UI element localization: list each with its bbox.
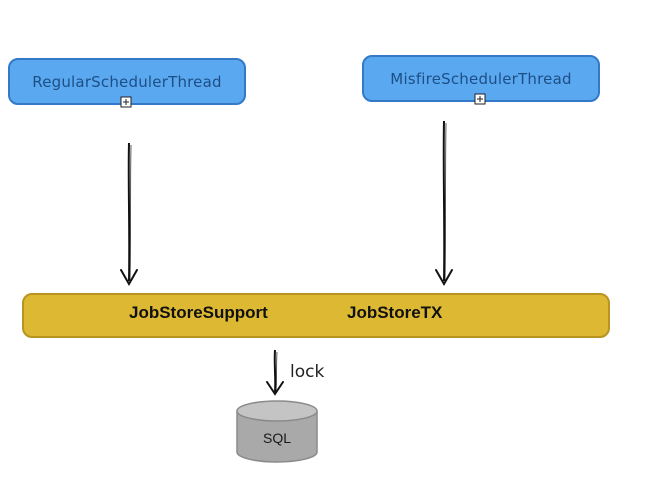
arrow-misfire-to-store — [435, 120, 453, 287]
misfire-scheduler-thread-label: MisfireSchedulerThread — [390, 70, 571, 88]
lock-edge-label: lock — [290, 362, 324, 382]
plus-square-icon[interactable] — [120, 96, 132, 108]
job-store-tx-label: JobStoreTX — [347, 303, 443, 322]
database-cylinder-icon[interactable]: SQL — [236, 400, 318, 463]
arrow-lock-to-database — [266, 349, 284, 396]
database-label: SQL — [263, 430, 291, 446]
regular-scheduler-thread-node[interactable]: RegularSchedulerThread — [8, 58, 246, 108]
job-store-support-label: JobStoreSupport — [129, 303, 268, 322]
misfire-scheduler-thread-node[interactable]: MisfireSchedulerThread — [362, 55, 600, 105]
job-store-bar[interactable]: JobStoreSupport JobStoreTX — [22, 293, 610, 338]
arrow-regular-to-store — [120, 142, 138, 287]
regular-scheduler-thread-label: RegularSchedulerThread — [32, 73, 221, 91]
plus-square-icon[interactable] — [474, 93, 486, 105]
